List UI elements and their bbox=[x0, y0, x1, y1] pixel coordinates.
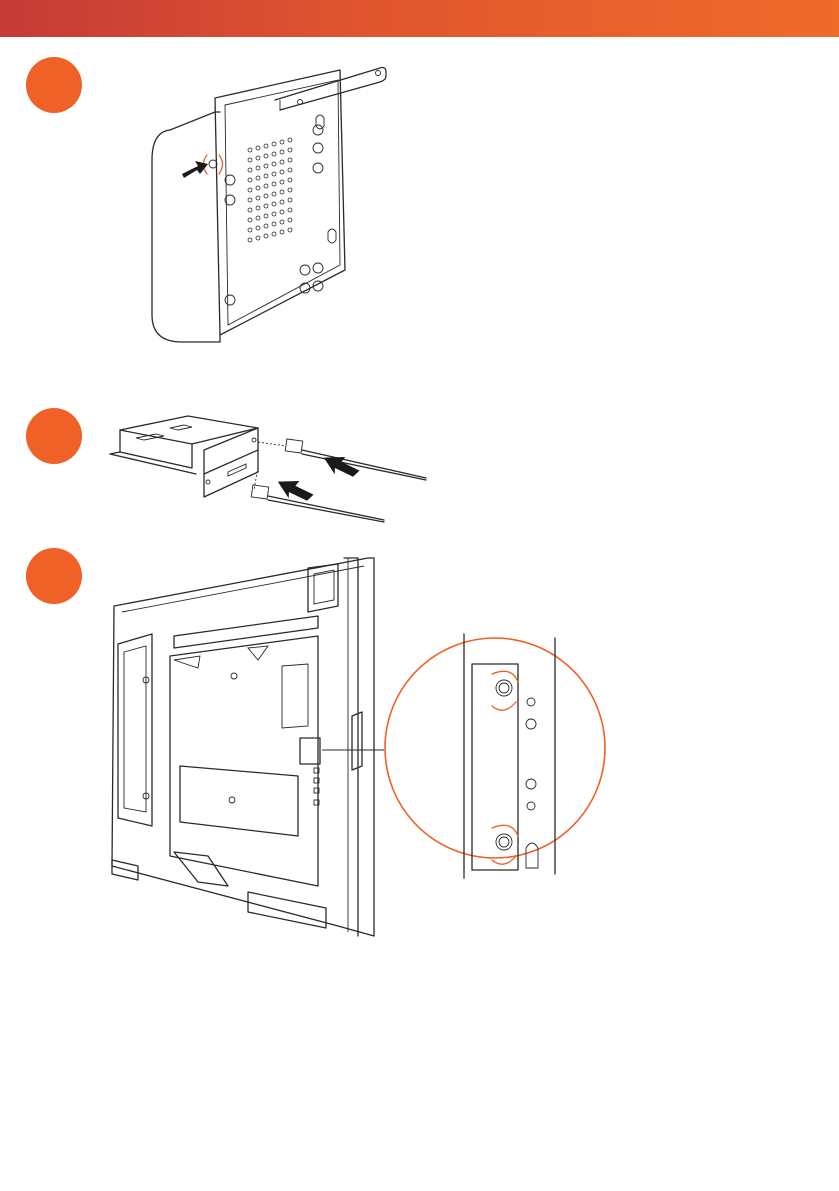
step-1-illustration bbox=[140, 60, 400, 350]
step-3-illustration bbox=[108, 556, 648, 946]
step-2-illustration bbox=[108, 412, 438, 532]
step-1-marker bbox=[26, 57, 82, 113]
step-2-marker bbox=[26, 408, 82, 464]
step-3-marker bbox=[26, 548, 82, 604]
header-bar bbox=[0, 0, 839, 37]
